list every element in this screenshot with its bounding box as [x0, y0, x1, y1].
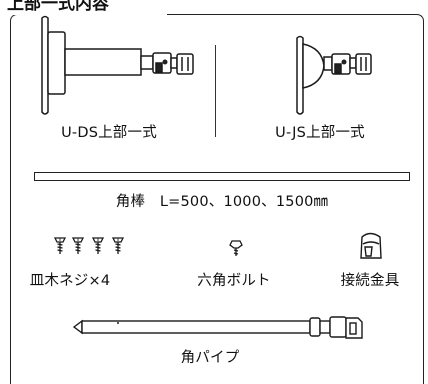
u-ds-label: U-DS上部一式 — [61, 125, 157, 141]
column-divider — [215, 45, 216, 137]
square-pipe-label: 角パイプ — [180, 350, 240, 366]
connecting-fitting-icon — [360, 232, 382, 259]
hex-bolt-label: 六角ボルト — [197, 273, 271, 289]
square-bar-drawing — [34, 172, 410, 181]
square-bar-label: 角棒 L=500、1000、1500㎜ — [115, 194, 329, 210]
hex-bolt-icon — [229, 240, 243, 256]
u-js-label: U-JS上部一式 — [275, 125, 365, 141]
connecting-fitting-label: 接続金具 — [340, 273, 400, 289]
u-ds-assembly-drawing — [41, 15, 194, 115]
u-js-assembly-drawing — [296, 35, 372, 115]
section-title: 上部一式内容 — [5, 0, 167, 15]
content-frame — [10, 14, 424, 384]
wood-screw-icons — [53, 237, 125, 254]
wood-screws-label: 皿木ネジ×4 — [29, 273, 111, 289]
square-pipe-drawing — [72, 316, 363, 339]
